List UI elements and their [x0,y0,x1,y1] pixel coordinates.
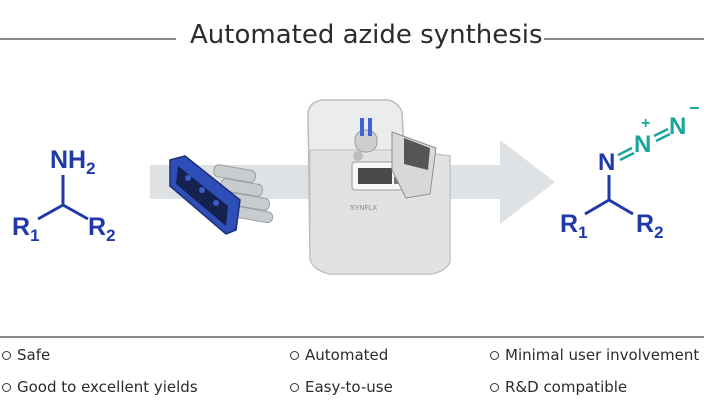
bullet-icon [290,350,299,360]
reagent-cartridge [169,155,274,235]
amine-group: NH2 [50,146,96,178]
bullet-icon [490,382,499,392]
feature-item: Minimal user involvement [490,346,699,364]
synthesis-device: SYNFLX [307,99,451,275]
page-title: Automated azide synthesis [190,20,543,50]
azide-n1: N [598,149,615,176]
amine-r2: R2 [88,213,116,245]
feature-item: Good to excellent yields [2,378,198,396]
azide-molecule: N N + N − R1 R2 [560,98,700,242]
features-divider [0,336,704,338]
feature-item: Easy-to-use [290,378,393,396]
bullet-icon [290,382,299,392]
reaction-scheme: NH2 R1 R2 SYNF [12,98,700,275]
azide-r2: R2 [636,210,664,242]
feature-item: Automated [290,346,388,364]
azide-n2-charge: + [641,115,650,132]
azide-n3: N [669,113,686,140]
bullet-icon [2,382,11,392]
azide-n3-charge: − [689,98,700,118]
feature-item: R&D compatible [490,378,627,396]
title-rule-left [0,38,176,40]
amine-r1: R1 [12,213,40,245]
title-row: Automated azide synthesis [0,0,704,72]
title-rule-right [544,38,704,40]
azide-r1: R1 [560,210,588,242]
bullet-icon [490,350,499,360]
amine-molecule: NH2 R1 R2 [12,146,116,245]
bullet-icon [2,350,11,360]
azide-n2: N [634,131,651,158]
feature-item: Safe [2,346,50,364]
device-label: SYNFLX [350,205,378,212]
